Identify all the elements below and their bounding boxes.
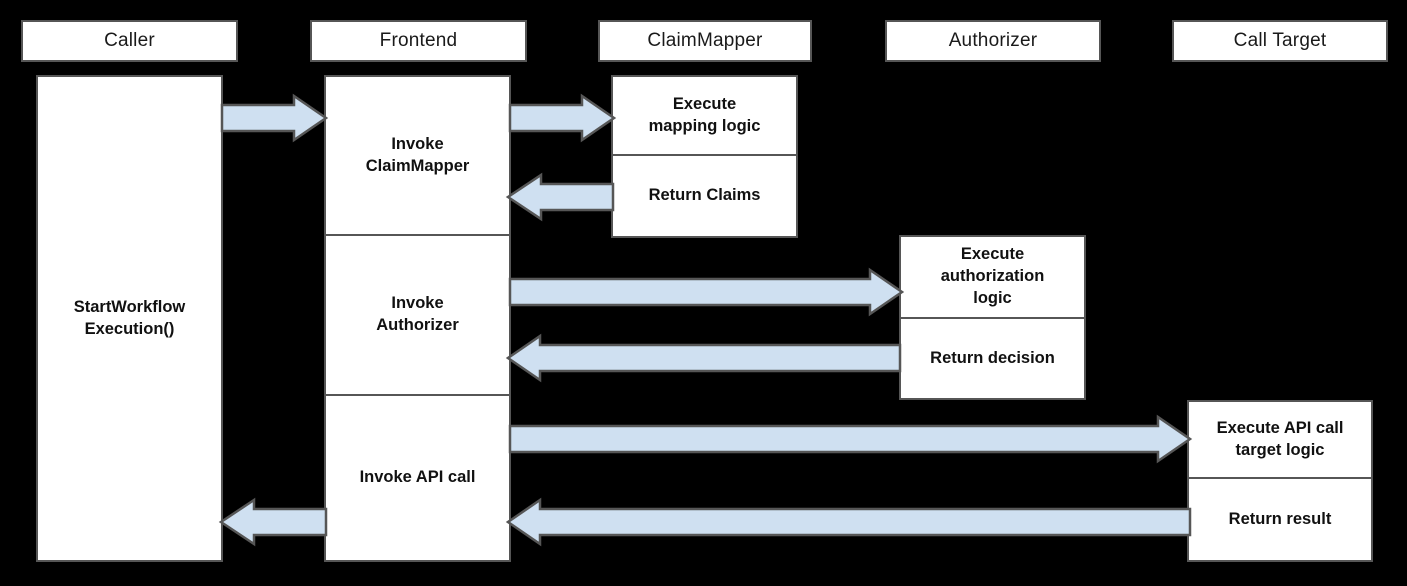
lane-header-frontend-label: Frontend [379,30,458,51]
lane-header-authorizer-label: Authorizer [948,30,1038,51]
activation-authorizer-return-decision[interactable]: Return decision [899,318,1086,400]
activation-claimmapper-return-claims-label: Return Claims [648,186,761,205]
message-arrow-frontend-to-authorizer[interactable] [508,267,905,317]
activation-authorizer-return-decision-label: Return decision [930,348,1055,367]
lane-header-caller[interactable]: Caller [21,20,238,62]
lane-header-calltarget[interactable]: Call Target [1172,20,1388,62]
message-arrow-claimmapper-to-frontend[interactable] [505,172,615,222]
activation-claimmapper-return-claims[interactable]: Return Claims [611,155,798,238]
lane-header-authorizer[interactable]: Authorizer [885,20,1101,62]
message-arrow-frontend-to-caller[interactable] [218,497,328,547]
message-arrow-frontend-to-calltarget[interactable] [508,414,1193,464]
lane-header-frontend[interactable]: Frontend [310,20,527,62]
activation-calltarget-return-result-label: Return result [1228,509,1332,528]
activation-frontend-invoke-api-call[interactable]: Invoke API call [324,395,511,562]
activation-calltarget-return-result[interactable]: Return result [1187,478,1373,562]
lane-header-caller-label: Caller [104,30,155,51]
lane-header-claimmapper[interactable]: ClaimMapper [598,20,812,62]
lane-header-claimmapper-label: ClaimMapper [647,30,763,51]
message-arrow-frontend-to-claimmapper[interactable] [508,93,617,143]
activation-frontend-invoke-api-call-label: Invoke API call [359,468,476,487]
message-arrow-calltarget-to-frontend[interactable] [505,497,1192,547]
message-arrow-caller-to-frontend[interactable] [220,93,329,143]
message-arrow-authorizer-to-frontend[interactable] [505,333,902,383]
lane-header-calltarget-label: Call Target [1233,30,1327,51]
